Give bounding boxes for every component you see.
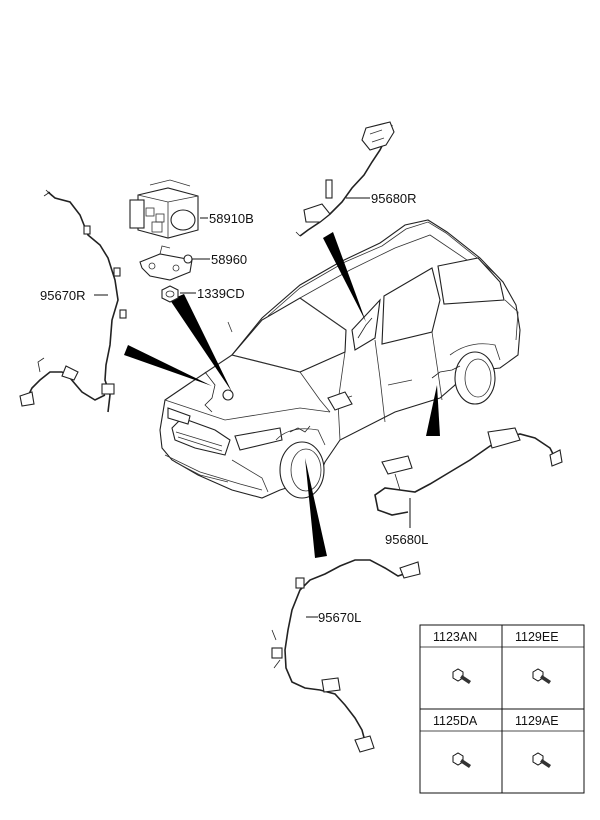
wedge-95670R	[124, 345, 212, 386]
rear-left-wheel-sensor-cable-icon	[374, 427, 563, 516]
label-58960: 58960	[211, 252, 247, 267]
table-cell-1129AE: 1129AE	[515, 714, 559, 728]
label-95670R: 95670R	[40, 288, 86, 303]
mounting-bracket-icon	[139, 245, 193, 281]
abs-hydraulic-module-icon	[129, 179, 199, 239]
rear-right-wheel-sensor-cable-icon	[295, 121, 395, 237]
wedge-95670L	[305, 458, 327, 558]
table-cell-1123AN: 1123AN	[433, 630, 477, 644]
bolt-icon	[532, 668, 551, 684]
fastener-table: 1123AN 1129EE 1125DA 1129AE	[419, 624, 585, 794]
label-1339CD: 1339CD	[197, 286, 245, 301]
vehicle-illustration	[159, 219, 521, 499]
front-right-wheel-sensor-cable-icon	[19, 189, 127, 413]
label-95680L: 95680L	[385, 532, 428, 547]
label-95670L: 95670L	[318, 610, 361, 625]
bolt-icon	[532, 752, 551, 768]
wedge-95680R	[323, 232, 366, 322]
table-cell-1125DA: 1125DA	[433, 714, 478, 728]
bolt-icon	[452, 668, 471, 684]
front-left-wheel-sensor-cable-icon	[271, 559, 421, 753]
flange-nut-icon	[161, 285, 179, 303]
callout-wedges	[124, 232, 440, 558]
label-58910B: 58910B	[209, 211, 254, 226]
table-cell-1129EE: 1129EE	[515, 630, 559, 644]
wedge-abs-module	[170, 294, 232, 392]
label-95680R: 95680R	[371, 191, 417, 206]
wedge-95680L	[426, 385, 440, 436]
bolt-icon	[452, 752, 471, 768]
